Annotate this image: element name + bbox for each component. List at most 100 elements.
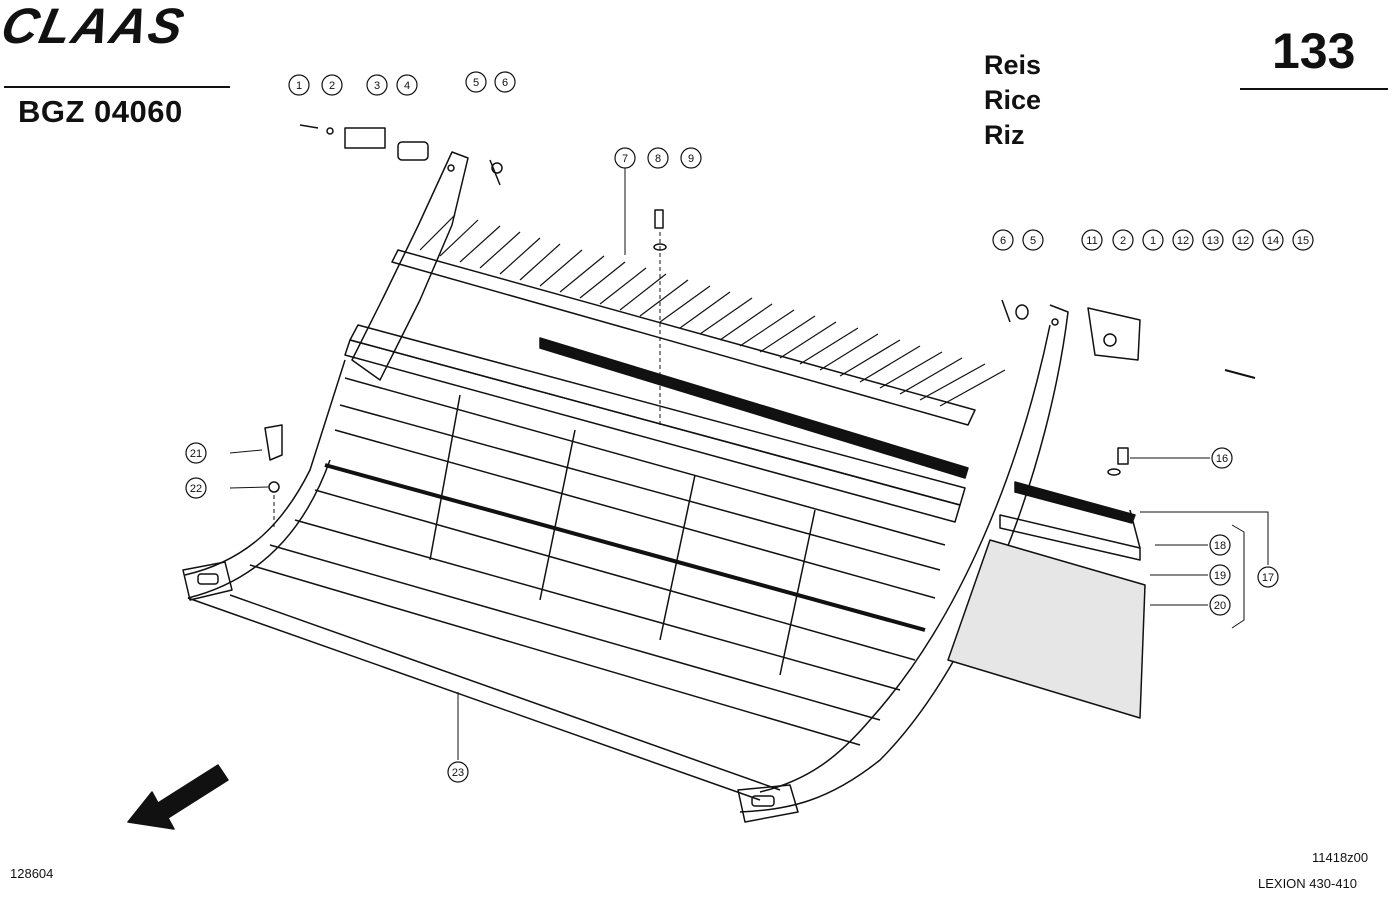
- callout-14: 14: [1262, 229, 1284, 251]
- pin-6: [489, 159, 501, 186]
- callout-12: 12: [1172, 229, 1194, 251]
- grate-vertical-3: [659, 474, 696, 641]
- grate-row-7: [249, 564, 861, 746]
- grate-row-4: [314, 489, 916, 661]
- page-number: 133: [1272, 23, 1356, 79]
- svg-text:21: 21: [190, 448, 202, 460]
- crop-name-french: Riz: [984, 120, 1025, 150]
- foot-slot-left: [197, 573, 219, 585]
- svg-text:1: 1: [1150, 235, 1156, 247]
- reference-code: 11418z00: [1312, 850, 1369, 865]
- svg-text:11: 11: [1086, 235, 1097, 247]
- plate-3: [344, 127, 386, 149]
- washer-2: [326, 127, 334, 135]
- claas-logo-mark: CLAAS: [0, 0, 191, 50]
- frame-right-curve-inner: [759, 324, 1051, 793]
- lever-21: [264, 424, 283, 461]
- svg-text:3: 3: [374, 80, 380, 92]
- grate-row-5: [294, 519, 901, 691]
- grate-row-3: [334, 429, 936, 599]
- svg-text:8: 8: [655, 153, 661, 165]
- callout-1: 1: [288, 74, 310, 96]
- foot-bracket-left: [182, 561, 233, 601]
- svg-text:1: 1: [296, 80, 302, 92]
- frame-left-inner: [187, 459, 331, 599]
- svg-text:23: 23: [452, 767, 464, 779]
- callout-13: 13: [1202, 229, 1224, 251]
- left-side-arm: [351, 151, 469, 381]
- svg-text:6: 6: [1000, 235, 1006, 247]
- grate-row-2: [339, 404, 941, 571]
- svg-text:16: 16: [1216, 453, 1228, 465]
- callouts: 1 2 3 4 5 6 7 8 9 6 5 11 2 1 12 13 12 14…: [185, 71, 1314, 783]
- bolt-1: [299, 124, 319, 129]
- bolt-16: [1117, 447, 1129, 465]
- grate-vertical-2: [539, 429, 576, 601]
- grate-row-6: [269, 544, 881, 721]
- grate-row-1: [344, 377, 946, 546]
- brand-name: CLAAS: [0, 0, 191, 50]
- rake-bar: [391, 249, 976, 426]
- svg-text:12: 12: [1177, 235, 1189, 247]
- nut-22: [268, 481, 280, 493]
- frame-bottom-edge-inner: [229, 594, 781, 791]
- document-code: BGZ 04060: [18, 94, 183, 129]
- svg-text:2: 2: [1120, 235, 1126, 247]
- callout-7: 7: [614, 147, 636, 169]
- drawing-number: 128604: [10, 866, 54, 881]
- arm-hole-left: [447, 164, 455, 172]
- callout-15: 15: [1292, 229, 1314, 251]
- bolt-8: [654, 209, 664, 229]
- filter-mat-part-20: [947, 539, 1146, 719]
- callout-2: 2: [321, 74, 343, 96]
- callout-16: 16: [1211, 447, 1233, 469]
- callout-18: 18: [1209, 534, 1231, 556]
- svg-text:20: 20: [1214, 600, 1226, 612]
- callout-20: 20: [1209, 594, 1231, 616]
- leader-lines: [229, 168, 1269, 760]
- svg-text:22: 22: [190, 483, 202, 495]
- svg-text:9: 9: [688, 153, 694, 165]
- crop-name-english: Rice: [984, 85, 1042, 115]
- svg-text:15: 15: [1297, 235, 1309, 247]
- strip-part-19: [999, 514, 1141, 561]
- frame-bottom-edge: [187, 597, 761, 801]
- crop-names: Reis Rice Riz: [984, 48, 1041, 153]
- pin-6-right: [1001, 299, 1011, 323]
- machine-model: LEXION 430-410: [1258, 876, 1358, 891]
- frame-left-curve: [184, 359, 346, 576]
- svg-text:5: 5: [1030, 235, 1036, 247]
- svg-text:12: 12: [1237, 235, 1249, 247]
- callout-23: 23: [447, 761, 469, 783]
- strip-end: [1129, 509, 1141, 549]
- grate-vertical-4: [779, 509, 816, 676]
- callout-19: 19: [1209, 564, 1231, 586]
- foot-slot-right: [751, 795, 775, 807]
- grate-vertical-1: [429, 394, 461, 561]
- washer-5-right: [1015, 304, 1029, 320]
- grate-row-dark: [324, 463, 926, 632]
- bracket-plate-11: [1087, 307, 1141, 361]
- callout-6-right: 6: [992, 229, 1014, 251]
- svg-text:6: 6: [502, 77, 508, 89]
- svg-text:2: 2: [329, 80, 335, 92]
- foot-bracket-right: [737, 784, 799, 823]
- direction-arrow: [127, 764, 229, 830]
- svg-text:17: 17: [1262, 572, 1274, 584]
- callout-21: 21: [185, 442, 207, 464]
- svg-text:14: 14: [1267, 235, 1279, 247]
- svg-text:13: 13: [1207, 235, 1219, 247]
- callout-2-right: 2: [1112, 229, 1134, 251]
- callout-6: 6: [494, 71, 516, 93]
- callout-5-right: 5: [1022, 229, 1044, 251]
- arm-hole-right: [1051, 318, 1059, 326]
- callout-4: 4: [396, 74, 418, 96]
- frame-right-curve-outer: [739, 304, 1069, 813]
- callout-3: 3: [366, 74, 388, 96]
- callout-5: 5: [465, 71, 487, 93]
- rod-14: [1224, 369, 1256, 379]
- svg-text:5: 5: [473, 77, 479, 89]
- svg-text:7: 7: [622, 153, 628, 165]
